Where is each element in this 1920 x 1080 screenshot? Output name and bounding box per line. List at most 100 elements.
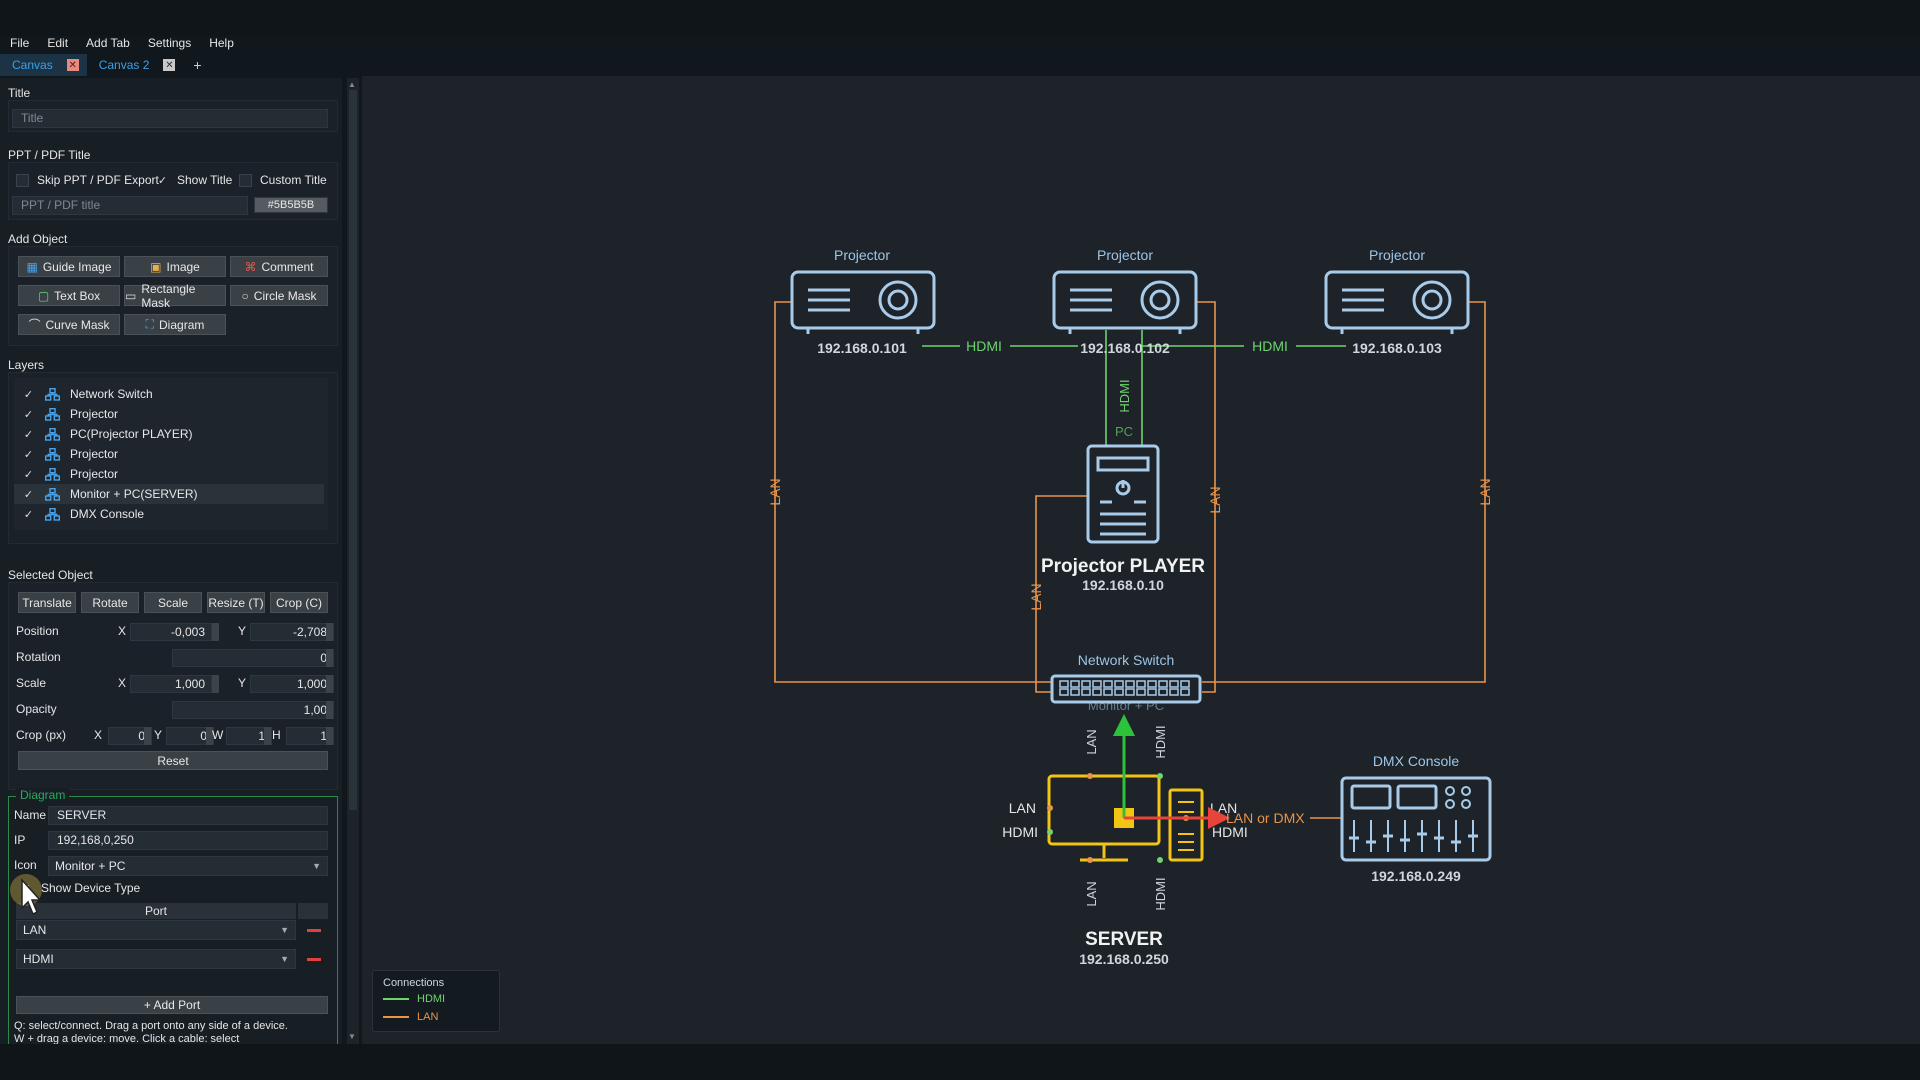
close-icon[interactable]: ✕ — [163, 59, 176, 71]
rotation-spinner[interactable] — [326, 649, 333, 667]
scale-button[interactable]: Scale — [144, 592, 202, 613]
text-box-button[interactable]: ▢Text Box — [18, 285, 120, 306]
layer-item[interactable]: ✓Monitor + PC(SERVER) — [14, 484, 324, 504]
tab-canvas-2[interactable]: Canvas 2 ✕ — [87, 54, 184, 76]
close-icon[interactable]: ✕ — [66, 59, 79, 71]
custom-title-label: Custom Title — [260, 173, 327, 187]
menu-edit[interactable]: Edit — [47, 36, 69, 50]
circle-mask-button[interactable]: ○Circle Mask — [230, 285, 328, 306]
opacity-spinner[interactable] — [326, 701, 333, 719]
layer-item[interactable]: ✓DMX Console — [14, 504, 324, 524]
gizmo-arrows[interactable] — [1113, 714, 1230, 829]
crop-y-input[interactable]: 0 — [166, 727, 214, 745]
title-color-swatch[interactable]: #5B5B5B — [254, 197, 328, 213]
comment-button[interactable]: ⌘Comment — [230, 256, 328, 277]
check-icon[interactable]: ✓ — [23, 448, 34, 461]
menu-help[interactable]: Help — [209, 36, 234, 50]
crop-y-spinner[interactable] — [206, 727, 213, 745]
name-input[interactable]: SERVER — [48, 806, 328, 825]
add-tab-button[interactable]: + — [193, 57, 202, 73]
network-switch-icon[interactable] — [1050, 674, 1202, 704]
skip-ppt-checkbox[interactable]: Skip PPT / PDF Export — [16, 173, 159, 187]
arrow-right-icon[interactable] — [1208, 807, 1230, 829]
layer-item[interactable]: ✓Network Switch — [14, 384, 324, 404]
rotation-input[interactable]: 0 — [172, 649, 334, 667]
scroll-up-icon[interactable]: ▲ — [348, 80, 356, 89]
port-select-lan[interactable]: LAN ▼ — [16, 920, 296, 940]
legend-lan-label: LAN — [417, 1011, 439, 1023]
projector-2-label: Projector — [1097, 247, 1153, 263]
crop-w-input[interactable]: 1 — [226, 727, 272, 745]
rotate-button[interactable]: Rotate — [81, 592, 139, 613]
image-button[interactable]: ▣Image — [124, 256, 226, 277]
lan-cables[interactable] — [774, 301, 1486, 819]
scale-y-spinner[interactable] — [326, 675, 333, 693]
curve-mask-button[interactable]: ⌒Curve Mask — [18, 314, 120, 335]
remove-port-icon[interactable] — [307, 958, 321, 961]
diagram-canvas[interactable]: Projector Projector Projector 192.168.0.… — [362, 76, 1920, 1044]
port-select-hdmi[interactable]: HDMI ▼ — [16, 949, 296, 969]
lan-cable-player[interactable] — [1035, 495, 1088, 693]
menu-file[interactable]: File — [10, 36, 30, 50]
dmx-console-icon[interactable] — [1340, 776, 1492, 862]
lan-label-right: LAN — [1477, 478, 1493, 505]
check-icon[interactable]: ✓ — [23, 468, 34, 481]
remove-port-icon[interactable] — [307, 929, 321, 932]
position-y-input[interactable]: -2,708 — [250, 623, 334, 641]
check-icon[interactable]: ✓ — [23, 508, 34, 521]
arrow-up-icon[interactable] — [1113, 714, 1135, 736]
ip-input[interactable]: 192,168,0,250 — [48, 831, 328, 850]
reset-button[interactable]: Reset — [18, 751, 328, 770]
scale-x-input[interactable]: 1,000 — [130, 675, 212, 693]
menu-settings[interactable]: Settings — [147, 36, 192, 50]
pc-tower-icon[interactable] — [1086, 444, 1160, 544]
title-input[interactable]: Title — [12, 109, 328, 128]
connections-legend: Connections HDMI LAN — [372, 970, 500, 1032]
show-title-checkbox[interactable]: ✓ Show Title — [156, 173, 232, 187]
custom-title-checkbox[interactable]: Custom Title — [239, 173, 327, 187]
crop-h-label: H — [272, 728, 281, 742]
layer-item[interactable]: ✓Projector — [14, 464, 324, 484]
tab-canvas[interactable]: Canvas ✕ — [0, 54, 87, 76]
position-x-spinner[interactable] — [212, 623, 219, 641]
layer-label: Projector — [70, 407, 119, 421]
crop-h-input[interactable]: 1 — [286, 727, 334, 745]
menu-add-tab[interactable]: Add Tab — [86, 36, 130, 50]
opacity-input[interactable]: 1,00 — [172, 701, 334, 719]
check-icon[interactable]: ✓ — [23, 428, 34, 441]
translate-button[interactable]: Translate — [18, 592, 76, 613]
lan-cable-proj2[interactable] — [1197, 301, 1216, 693]
icon-select[interactable]: Monitor + PC ▼ — [48, 856, 328, 876]
projector-1-icon[interactable] — [790, 270, 936, 334]
scroll-down-icon[interactable]: ▼ — [348, 1032, 356, 1041]
check-icon[interactable]: ✓ — [23, 488, 34, 501]
crop-w-spinner[interactable] — [264, 727, 271, 745]
crop-button[interactable]: Crop (C) — [270, 592, 328, 613]
sidebar-scroll-thumb[interactable] — [349, 90, 357, 810]
rectangle-mask-button[interactable]: ▭Rectangle Mask — [124, 282, 226, 310]
hdmi-cables[interactable] — [922, 330, 1346, 446]
check-icon[interactable]: ✓ — [23, 388, 34, 401]
check-icon[interactable]: ✓ — [23, 408, 34, 421]
scale-y-input[interactable]: 1,000 — [250, 675, 334, 693]
projector-1-label: Projector — [834, 247, 890, 263]
ppt-title-input[interactable]: PPT / PDF title — [12, 196, 248, 215]
crop-h-spinner[interactable] — [326, 727, 333, 745]
guide-image-button[interactable]: ▦Guide Image — [18, 256, 120, 277]
layer-item[interactable]: ✓Projector — [14, 444, 324, 464]
show-title-label: Show Title — [177, 173, 233, 187]
add-port-button[interactable]: + Add Port — [16, 996, 328, 1014]
scale-x-spinner[interactable] — [212, 675, 219, 693]
position-x-input[interactable]: -0,003 — [130, 623, 212, 641]
position-y-spinner[interactable] — [326, 623, 333, 641]
layer-item[interactable]: ✓PC(Projector PLAYER) — [14, 424, 324, 444]
layer-item[interactable]: ✓ Projector — [14, 404, 324, 424]
crop-x-input[interactable]: 0 — [108, 727, 152, 745]
projector-2-icon[interactable] — [1052, 270, 1198, 334]
resize-button[interactable]: Resize (T) — [207, 592, 265, 613]
diagram-button[interactable]: ⛶Diagram — [124, 314, 226, 335]
lan-cable-proj3[interactable] — [1202, 301, 1486, 683]
lan-cable-proj1[interactable] — [774, 301, 1052, 683]
crop-x-spinner[interactable] — [144, 727, 151, 745]
projector-3-icon[interactable] — [1324, 270, 1470, 334]
